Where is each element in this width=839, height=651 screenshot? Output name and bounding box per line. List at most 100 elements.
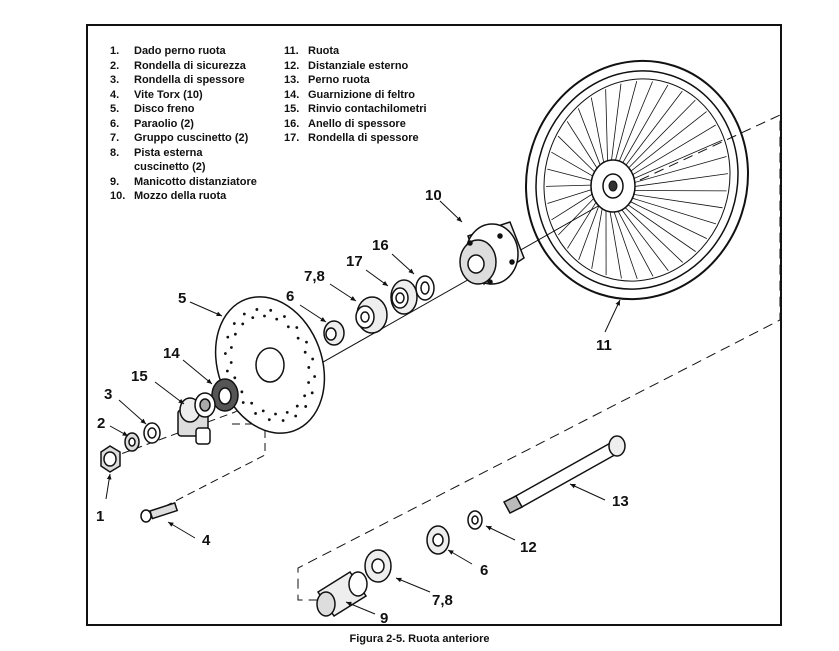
felt-seal [211, 378, 239, 412]
wheel-spoke [627, 196, 717, 225]
disc-vent-hole [230, 346, 233, 349]
leader-9 [345, 601, 376, 615]
callout-4: 4 [202, 532, 211, 549]
legend-item-number: 5. [110, 103, 120, 115]
figure-caption: Figura 2-5. Ruota anteriore [349, 633, 490, 645]
torx-screw [140, 502, 179, 523]
disc-vent-hole [226, 335, 230, 339]
legend-item-text: Rondella di spessore [308, 132, 419, 144]
disc-vent-hole [240, 390, 244, 394]
disc-vent-hole [313, 375, 317, 378]
legend-item-text: Rondella di sicurezza [134, 59, 246, 72]
wheel-hub [459, 221, 525, 286]
leader-6a [299, 304, 327, 323]
spacer-sleeve [316, 570, 368, 618]
disc-vent-hole [254, 412, 257, 415]
wheel-spoke [616, 81, 653, 167]
disc-vent-hole [295, 404, 299, 408]
legend-item-number: 10. [110, 190, 126, 202]
legend-item-number: 4. [110, 88, 120, 101]
legend-item-text: Rinvio contachilometri [308, 103, 427, 115]
disc-vent-hole [294, 414, 298, 418]
disc-vent-hole [307, 366, 311, 369]
callout-3: 3 [104, 386, 112, 403]
disc-vent-hole [261, 409, 265, 413]
legend-item-number: 2. [110, 59, 120, 72]
oil-seal-lower [426, 525, 450, 555]
callout-6-upper: 6 [286, 288, 294, 305]
legend-item-number: 7. [110, 132, 120, 144]
leader-11 [604, 299, 621, 333]
disc-vent-hole [242, 312, 246, 316]
leader-12 [485, 525, 516, 541]
disc-vent-hole [274, 412, 277, 416]
legend-item-number: 17. [284, 132, 300, 144]
legend-item: 10. Mozzo della ruota [110, 189, 257, 204]
leader-5 [189, 301, 223, 317]
legend-item-text: Gruppo cuscinetto (2) [134, 132, 249, 144]
wheel-spoke [630, 139, 723, 181]
wheel-spoke [577, 108, 603, 171]
disc-vent-hole [311, 357, 315, 361]
lock-washer [124, 432, 140, 452]
disc-vent-hole [251, 316, 255, 320]
legend-item: 2. Rondella di sicurezza [110, 59, 257, 74]
legend-item-text: Vite Torx (10) [134, 88, 203, 101]
callout-2: 2 [97, 415, 105, 432]
disc-vent-hole [269, 308, 273, 312]
disc-vent-hole [223, 352, 227, 355]
wheel-spoke [578, 200, 602, 260]
legend-item-text: Dado perno ruota [134, 45, 226, 57]
disc-vent-hole [233, 376, 237, 380]
leader-4 [167, 521, 196, 539]
bearing-assembly-lower [364, 549, 392, 583]
bearing-assembly [355, 296, 388, 334]
wheel-spoke [623, 201, 696, 252]
legend-item: 5.Disco freno [110, 102, 257, 117]
disc-vent-hole [304, 405, 308, 408]
legend-item-number: 8. [110, 146, 120, 159]
legend-item: 16.Anello di spessore [284, 117, 427, 132]
legend-item-number: 6. [110, 117, 120, 130]
wheel-spoke [613, 81, 638, 167]
callout-17: 17 [346, 253, 363, 270]
legend-item-text: Mozzo della ruota [134, 190, 227, 202]
wheel-rim [525, 59, 749, 301]
legend-item: 13.Perno ruota [284, 73, 427, 88]
disc-vent-hole [241, 401, 245, 404]
wheel-spoke [547, 168, 596, 182]
wheel-spoke [627, 111, 707, 175]
disc-vent-hole [296, 336, 300, 340]
disc-vent-hole [305, 340, 308, 344]
legend-item-text: Guarnizione di feltro [308, 88, 415, 101]
legend-item-number: 9. [110, 175, 120, 188]
leader-78a [329, 283, 357, 302]
legend-item: cuscinetto (2) [110, 160, 257, 175]
disc-vent-hole [286, 325, 290, 329]
wheel-spoke [630, 156, 727, 184]
legend-item-number: 14. [284, 88, 300, 101]
callout-7-8-upper: 7,8 [304, 268, 325, 285]
wheel-spoke [630, 173, 729, 188]
shim-washer [390, 279, 418, 315]
callout-12: 12 [520, 539, 537, 556]
disc-vent-hole [250, 401, 254, 405]
disc-vent-hole [285, 410, 289, 414]
wheel-spoke [628, 124, 716, 178]
brake-disc [214, 296, 326, 434]
callout-6-lower: 6 [480, 562, 488, 579]
legend-item-number: 3. [110, 74, 120, 86]
shim-ring [415, 275, 435, 301]
leader-15 [154, 381, 185, 405]
callout-16: 16 [372, 237, 389, 254]
leader-2 [109, 425, 129, 437]
legend-item: 14. Guarnizione di feltro [284, 88, 427, 103]
wheel-spoke [567, 197, 599, 249]
wheel-spoke [619, 84, 669, 168]
legend-item: 1.Dado perno ruota [110, 44, 257, 59]
leader-13 [569, 483, 606, 501]
wheel-spoke [617, 204, 669, 271]
callout-13: 13 [612, 493, 629, 510]
callout-9: 9 [380, 610, 388, 627]
